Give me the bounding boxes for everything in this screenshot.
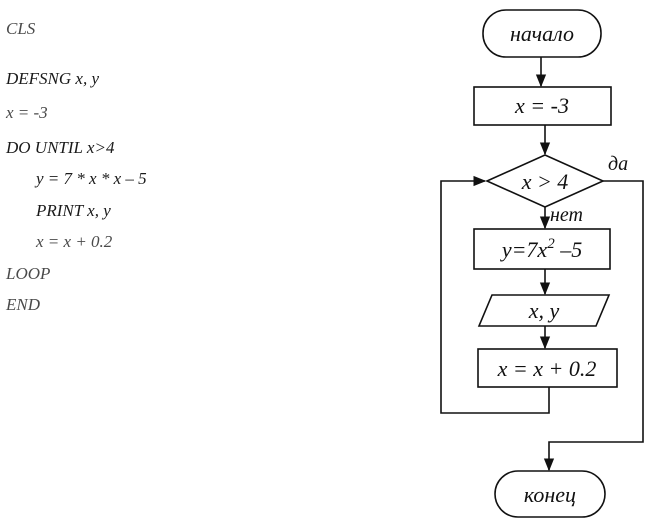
increment-label: x = x + 0.2 <box>497 356 597 381</box>
compute-formula-exponent: 2 <box>547 236 555 252</box>
yes-label: да <box>608 153 628 175</box>
code-line-print: PRINT x, y <box>36 201 111 220</box>
code-line-defsng: DEFSNG x, y <box>6 69 100 88</box>
code-line-loop: LOOP <box>6 264 51 283</box>
output-label: x, y <box>528 298 560 323</box>
code-line-init: x = -3 <box>6 103 48 122</box>
compute-formula: y=7x2 –5 <box>500 236 582 262</box>
no-label: нет <box>550 204 583 226</box>
code-line-increment: x = x + 0.2 <box>36 232 113 251</box>
start-terminal <box>482 9 602 58</box>
code-listing: CLS DEFSNG x, y x = -3 DO UNTIL x>4 y = … <box>0 0 300 525</box>
code-line-cls: CLS <box>6 19 36 38</box>
yes-branch-line <box>543 180 644 472</box>
output-parallelogram <box>477 294 611 327</box>
loop-back-line <box>440 175 550 414</box>
code-line-do-until: DO UNTIL x>4 <box>6 138 115 157</box>
start-label: начало <box>510 21 574 46</box>
condition-label: x > 4 <box>521 169 569 194</box>
compute-formula-base: y=7x <box>500 237 548 262</box>
init-label: x = -3 <box>514 93 569 118</box>
code-line-compute: y = 7 * x * x – 5 <box>36 169 147 188</box>
code-line-end: END <box>6 295 40 314</box>
end-label: конец <box>524 482 576 507</box>
compute-formula-tail: –5 <box>555 237 583 262</box>
